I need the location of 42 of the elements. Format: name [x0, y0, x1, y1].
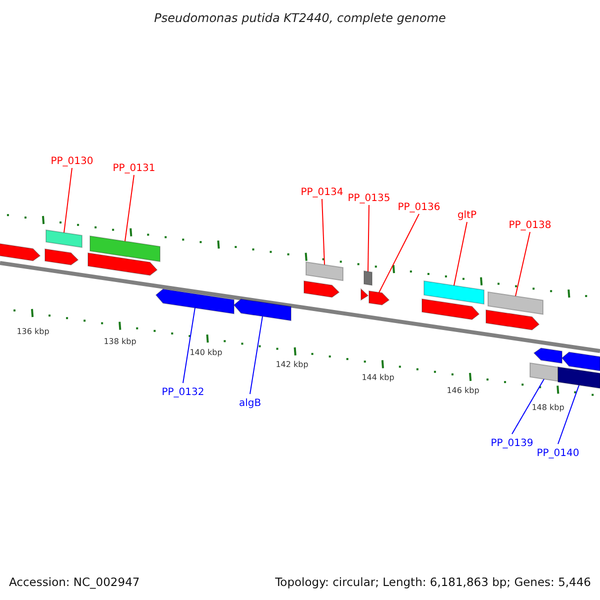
scale-label: 142 kbp	[276, 360, 308, 369]
gene-bar	[530, 362, 558, 382]
gene-label: PP_0132	[162, 387, 204, 398]
gene-label: PP_0138	[508, 220, 552, 231]
scale-label: 148 kbp	[532, 403, 564, 412]
leader-line	[378, 214, 420, 293]
leader-line	[515, 232, 530, 297]
gene-bar	[488, 291, 544, 315]
leader-line	[182, 307, 196, 384]
gene-bar	[558, 366, 600, 389]
gene-bar	[46, 229, 82, 248]
gene-label: gltP	[457, 210, 477, 221]
leader-line	[124, 174, 134, 242]
leader-line	[558, 384, 580, 444]
gene-label: PP_0131	[112, 163, 156, 174]
footer-text: Accession: NC_002947	[9, 575, 140, 589]
scale-label: 138 kbp	[104, 337, 136, 346]
leader-line	[512, 378, 544, 434]
gene-label: PP_0130	[50, 156, 94, 167]
gene-label: PP_0139	[490, 438, 534, 449]
title: Pseudomonas putida KT2440, complete genome	[154, 11, 446, 25]
leader-line	[250, 316, 263, 394]
scale-label: 146 kbp	[446, 386, 480, 395]
gene-label: PP_0135	[348, 193, 390, 204]
gene-bar	[424, 280, 484, 305]
leader-line	[64, 168, 72, 234]
gene-label: PP_0134	[300, 187, 344, 198]
gene-bar	[90, 235, 160, 262]
gene-label: algB	[238, 398, 262, 409]
footer-text: Topology: circular; Length: 6,181,863 bp; Genes: 5,446	[275, 575, 591, 589]
leader-line	[322, 198, 325, 266]
gene-feature	[155, 288, 234, 314]
scale-label: 136 kbp	[16, 327, 50, 336]
gene-label: PP_0136	[398, 202, 440, 213]
gene-bar	[306, 261, 344, 282]
scale-label: 140 kbp	[190, 348, 222, 357]
gene-bar	[364, 270, 372, 286]
gene-label: PP_0140	[536, 448, 580, 459]
scale-label: 144 kbp	[362, 373, 394, 382]
gene-feature	[233, 298, 292, 322]
leader-line	[368, 204, 370, 272]
leader-line	[454, 222, 468, 286]
